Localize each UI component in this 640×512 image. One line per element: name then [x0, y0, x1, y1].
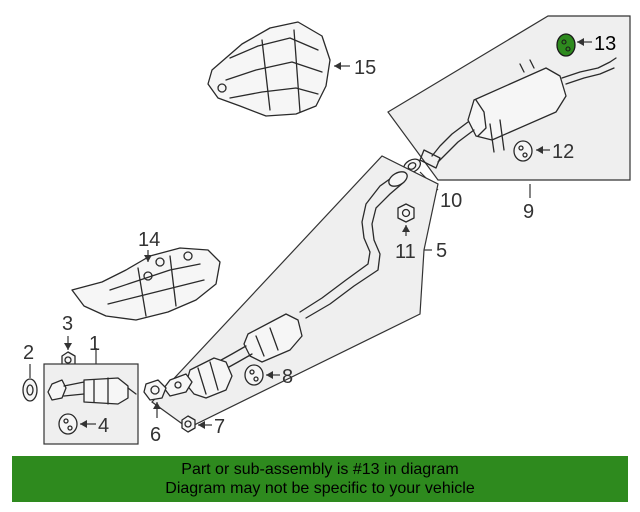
part-15-heat-shield[interactable]	[207, 21, 331, 117]
part-7-nut[interactable]	[181, 415, 196, 433]
callout-5: 5	[436, 240, 447, 262]
callout-12: 12	[552, 141, 574, 163]
callout-1: 1	[89, 333, 100, 355]
banner-line-1: Part or sub-assembly is #13 in diagram	[181, 461, 459, 478]
part-2-gasket[interactable]	[22, 378, 38, 402]
callout-9: 9	[523, 201, 534, 223]
part-13-hanger[interactable]	[556, 33, 576, 57]
part-11-nut[interactable]	[397, 203, 415, 223]
banner-line-2: Diagram may not be specific to your vehi…	[165, 480, 475, 497]
part-1-front-pipe[interactable]	[47, 377, 137, 405]
callout-6: 6	[150, 424, 161, 446]
exhaust-parts-diagram: 15 12 13 9 10	[22, 15, 631, 446]
part-12-hanger[interactable]	[513, 140, 533, 162]
part-6-gasket[interactable]	[143, 379, 167, 401]
part-4-hanger[interactable]	[58, 413, 78, 435]
callout-7: 7	[214, 416, 225, 438]
info-banner: Part or sub-assembly is #13 in diagram D…	[12, 456, 628, 502]
front-pipe-panel	[43, 363, 139, 445]
callout-8: 8	[282, 366, 293, 388]
callout-10: 10	[440, 190, 462, 212]
callout-3: 3	[62, 313, 73, 335]
callout-14: 14	[138, 229, 160, 251]
part-8-hanger[interactable]	[244, 364, 264, 386]
callout-2: 2	[23, 342, 34, 364]
callout-4: 4	[98, 415, 109, 437]
callout-11: 11	[395, 241, 416, 263]
callout-15: 15	[354, 57, 376, 79]
part-9-muffler[interactable]	[419, 57, 617, 169]
part-5-center-pipe[interactable]	[163, 169, 410, 399]
callout-13: 13	[594, 33, 616, 55]
part-14-heat-shield[interactable]	[71, 247, 221, 321]
